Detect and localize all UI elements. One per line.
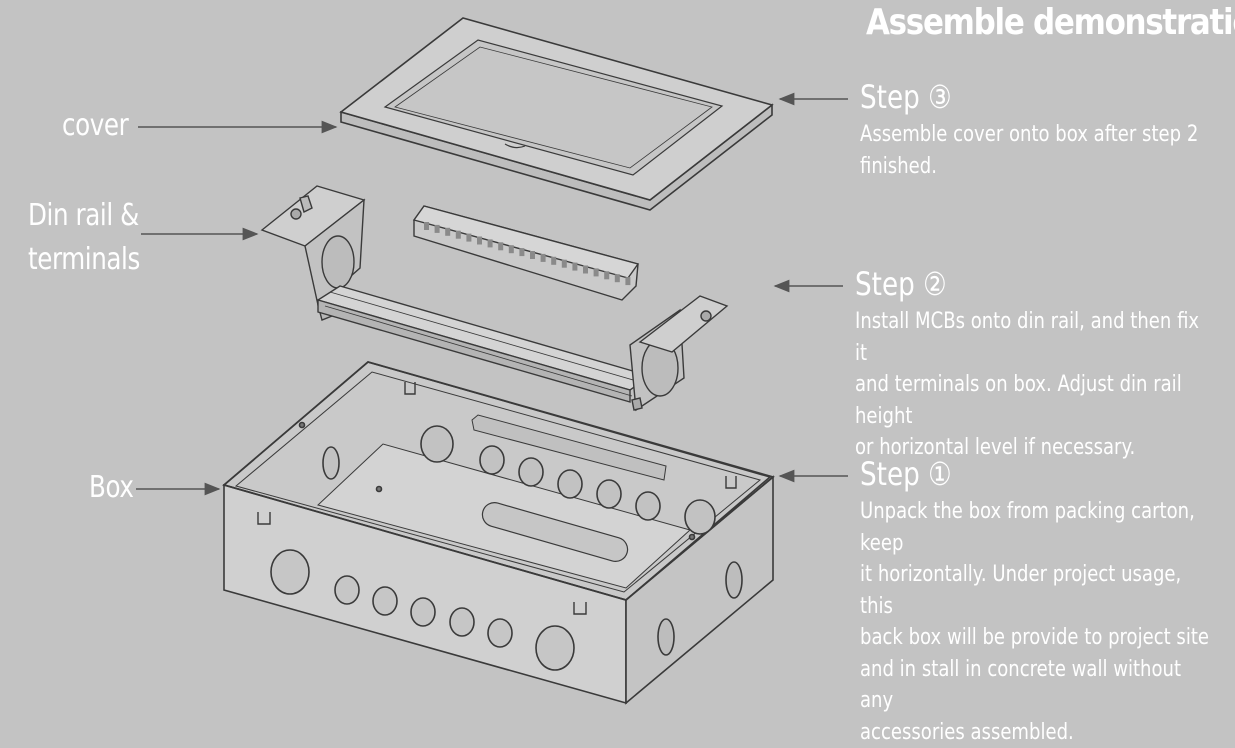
cover-label: cover	[62, 108, 129, 143]
step1-heading: Step ①	[860, 455, 952, 493]
terminal-screw	[466, 233, 472, 242]
terminal-screw	[561, 259, 567, 268]
step1-text: Unpack the box from packing carton, keep…	[860, 499, 1210, 745]
terminal-screw	[508, 245, 514, 254]
cover-part	[339, 17, 774, 211]
terminal-screw	[455, 230, 461, 239]
box-label: Box	[89, 470, 134, 505]
page-title: Assemble demonstration	[866, 2, 1235, 43]
step3-heading: Step ③	[860, 78, 952, 116]
terminal-screws	[424, 222, 631, 286]
terminal-screw	[445, 227, 451, 236]
terminal-screw	[477, 236, 482, 245]
terminal-screw	[519, 248, 525, 257]
step2-heading: Step ②	[855, 265, 947, 303]
assembly-diagram: Assemble demonstration cover Din rail & …	[28, 2, 1235, 745]
terminal-screw	[487, 239, 493, 248]
din-rail-part	[260, 185, 729, 412]
terminal-screw	[540, 253, 546, 262]
step2-text: Install MCBs onto din rail, and then fix…	[855, 309, 1200, 460]
terminal-screw	[583, 265, 588, 274]
terminal-screw	[593, 268, 599, 277]
terminal-block	[412, 205, 640, 301]
terminal-screw	[614, 274, 620, 283]
terminal-screw	[572, 262, 578, 271]
terminal-screw	[530, 251, 535, 259]
terminal-screw	[551, 256, 557, 265]
terminal-screw	[625, 277, 631, 286]
terminal-screw	[498, 242, 504, 251]
callout-arrows	[136, 92, 848, 496]
box-part	[222, 361, 775, 705]
terminal-screw	[434, 224, 440, 233]
terminal-screw	[604, 271, 610, 280]
din-rail-label-line1: Din rail &	[28, 198, 139, 233]
din-rail-label-line2: terminals	[28, 242, 140, 277]
exploded-view-drawing	[136, 17, 848, 705]
terminal-screw	[424, 222, 429, 230]
step3-text: Assemble cover onto box after step 2 fin…	[860, 122, 1199, 179]
